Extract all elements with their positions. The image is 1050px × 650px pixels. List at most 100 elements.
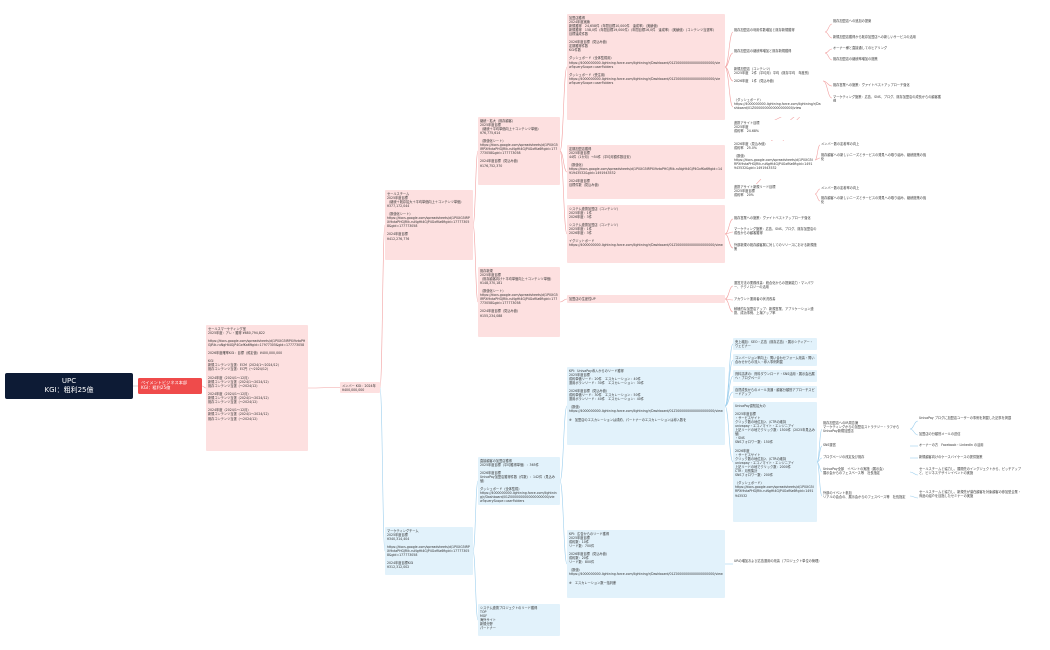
connector-n12-n17: [824, 31, 833, 39]
node-facebook-linkedin[interactable]: オーナーの方 Facebook・LinkedIn の活用: [918, 442, 1022, 450]
node-new-needs-1[interactable]: 既存顧客への新しいニーズとサービスの発見への取り組み、継続施策の強化: [820, 152, 930, 164]
node-sns-operation[interactable]: SNS運営: [822, 442, 910, 450]
connector-n6-n10: [559, 150, 568, 235]
node-kpi-univapay-lead[interactable]: KPI：UnivaPay導入からのリード獲得 2025年度目標 成約単価リード：…: [567, 367, 725, 445]
connector-n11-n34: [724, 298, 734, 313]
node-external-event[interactable]: 外部のイベント参加 リアルの会合の、展示会からのフェスベース等 社長指定: [822, 490, 910, 502]
connector-n12-n16: [824, 23, 833, 33]
node-existing-usage-increase[interactable]: 既存加盟店の利用件数増加と既存新規獲得: [733, 27, 825, 37]
connector-n1-n2: [201, 385, 207, 389]
node-sales-collab-event[interactable]: セールスチームと協力し、展開先のイングジェクトから、ピッチアップと、ビジネスデザ…: [918, 466, 1022, 484]
node-marketing-team[interactable]: マーケティングチーム 2025年度目標 ¥340,314,404 https:/…: [385, 527, 473, 575]
connector-n35-n39: [724, 343, 734, 407]
node-marketing-measures[interactable]: マーケティング施策：広告、SNS、ブログ、既存加盟店の成長からの顧客獲得: [832, 94, 942, 102]
node-continuation-expansion[interactable]: 継続・拡大（既存顧客） 2025年度目標 （継続＋平均単価向上＋コンテンツ単価）…: [478, 117, 560, 185]
node-operation-improvement[interactable]: 運営方法の業務改善：統合化からの提案能力・マンパワー、テクノロジーの活用: [733, 280, 817, 292]
connector-n10-n29: [724, 218, 734, 235]
connector-n23-n25: [814, 157, 821, 161]
connector-n8-n14: [724, 66, 734, 82]
connector-n35-n42: [724, 391, 734, 407]
node-system-project-lead[interactable]: システム連携プロジェクトのリード獲得 TOP MGF 海外サイト 新規分野 パー…: [478, 604, 560, 636]
node-merchant-acquisition[interactable]: 加盟店獲得 2024年度実績 新規獲得 24,658件（年間目標10,000件 …: [567, 14, 725, 120]
connector-n13-n18: [824, 48, 833, 54]
node-existing-new[interactable]: 既存新規 2025年度目標 （既存顧客向け＋平均単価向上＋コンテンツ単価） ¥1…: [478, 267, 560, 337]
node-new-needs-2[interactable]: 既存顧客への新しいニーズとサービスの発見への取り組み、継続施策の強化: [820, 195, 930, 207]
connector-n5-n36: [472, 480, 479, 552]
node-additional-proposal[interactable]: 既存加盟店への追加の提案: [832, 18, 942, 30]
node-payment-business-division[interactable]: ペイメントビジネス本部 KGI：粗利25億: [138, 378, 202, 394]
node-kpi-ad-lead[interactable]: KPI：広告からのリード獲得 2025年度目標 成約数：10件 リード数：700…: [567, 530, 725, 598]
node-member-kgi[interactable]: メンバー KGI：2024年 ¥400,000,000: [340, 382, 380, 393]
connector-n5-n38: [472, 550, 479, 621]
connector-n47-n53: [909, 471, 919, 476]
node-document-request[interactable]: 資料請求の：資料ダウンロード・SNS活用・展示会出展へ・ブログページ: [733, 370, 817, 382]
node-member-retention-2[interactable]: メンバー数の定着率の向上: [820, 185, 930, 193]
node-proactive-upsell[interactable]: 積極的な加盟店アップ：新規営業、アプリケーション連携、成功事例、上場アップ率: [733, 306, 817, 318]
connector-n6-n9: [559, 150, 568, 173]
connector-n35-n40: [724, 359, 734, 407]
connector-n43-n45: [816, 445, 823, 463]
connector-n4-n7: [472, 224, 479, 303]
node-sales-marketing-office[interactable]: セールスマーケティング室 2025年度：アレ・獲得 ¥680,794,822 h…: [206, 325, 308, 451]
connector-n11-n32: [724, 285, 734, 300]
node-sales-team[interactable]: セールスチーム 2025年度目標 （継続＋既存拡大＋平均単価向上＋コンテンツ単価…: [385, 190, 473, 260]
connector-n13-n19: [824, 52, 833, 61]
connector-n44-n49: [909, 420, 919, 430]
node-retention-measures[interactable]: 既存加盟店の継続率増加の施策: [832, 56, 942, 64]
connector-n26-n28: [814, 193, 821, 202]
connector-n36-n37: [559, 480, 568, 565]
connector-n10-n30: [724, 231, 734, 235]
node-direct-merchant-acquisition[interactable]: 直接顧客の加盟店獲得 2025年度目標（平均獲得単価）：365件 2026年度目…: [478, 457, 560, 505]
node-account-improvement[interactable]: アカウント運用者の状況改善: [733, 296, 817, 304]
connector-n35-n41: [724, 375, 734, 407]
node-sales-increase-seo[interactable]: 売上増加：SEO・広告（既存広告）・展示シティアー・ウェビナー: [733, 338, 817, 350]
connector-n8-n12: [724, 31, 734, 68]
connector-n7-n11: [559, 298, 568, 303]
connector-n3-n5: [379, 387, 386, 552]
node-univapay-event[interactable]: UnivaPay全部 イベントの実施（展示会） 展示会からのフェスベース等 社長…: [822, 466, 910, 478]
connector-n48-n54: [909, 495, 919, 499]
connector-n43-n46: [816, 457, 823, 463]
node-conversion-improvement[interactable]: コンバージョン率向上：問い合わせフォーム改善・問い合わせからの流入・導入事例掲載: [733, 354, 817, 366]
node-existing-ir[interactable]: 既存加盟店へのIR周意識 マーケティングからの加盟店ストラテジー・ラフから Un…: [822, 420, 910, 438]
connector-n23-n24: [814, 144, 821, 161]
connector-n35-n43: [724, 405, 734, 463]
node-ur-ad-improvement[interactable]: URの増加および広告運用の改善（プロジェクト単位の管理）: [733, 558, 823, 570]
node-partner-new-lead-goal[interactable]: 連携アサイト新規リード目標 2025年度目標 成約率 20%: [733, 184, 815, 204]
node-marketing-measures-2[interactable]: マーケティング施策：広告、SNS、ブログ、既存加盟店の成長からの顧客獲得: [733, 226, 819, 238]
node-univapay-awareness[interactable]: UnivaPay認知拡大の 2025年度目標 ・サービスサイト クリック数の地位…: [733, 402, 817, 522]
node-dashboard[interactable]: 〈ダッシュボード〉 https://4000000000.lightning.f…: [733, 97, 823, 117]
node-sales-approach[interactable]: 既存営業への施策：ヴァイトベストアップローチ強化: [832, 82, 942, 90]
node-merchant-productivity[interactable]: 加盟店の生産性UP: [567, 295, 725, 303]
node-new-service-usage[interactable]: 新規加盟店獲得から既存加盟店への新しいサービスの活用: [832, 34, 942, 42]
connector-n6-n8: [559, 66, 568, 152]
connector-n4-n6: [472, 150, 479, 226]
node-partner-site-goal[interactable]: 連携アサイト目標 2025年度 成約率 24.68%: [733, 120, 803, 140]
connector-n14-n21: [822, 80, 833, 99]
node-existing-retention-increase[interactable]: 既存加盟店の継続率増加と既存新規獲得: [733, 48, 825, 58]
node-sales-approach-2[interactable]: 既存営業への施策：ヴァイトベストアップローチ強化: [733, 215, 819, 223]
node-periodic-merchant[interactable]: 定期加盟店獲得 2025年度目標 44件（1か月）→54件（平均月額件数目安） …: [567, 145, 725, 199]
connector-n2-n3: [307, 387, 341, 389]
node-owner-hearing[interactable]: オーナー様と直接通してのヒアリング: [832, 45, 942, 53]
node-blog-revision[interactable]: ブログページの改定及び既存: [822, 454, 910, 462]
connector-n43-n47: [816, 461, 823, 473]
node-segment-mail[interactable]: 加盟店の分類別メールの送信: [918, 431, 1022, 439]
node-blog-case-study[interactable]: UnivaPay ブログに加盟店ユーザーの事例を掲載した記事を掲載: [918, 415, 1022, 427]
connector-n8-n13: [724, 52, 734, 68]
node-sales-collab-seminar[interactable]: セールスチームと協力し、新規先が潜在顧客を対象顧客の参加型企業・商品の紹介を目指…: [918, 489, 1022, 507]
connector-n10-n31: [724, 233, 734, 249]
node-case-by-case[interactable]: 新規顧客向けのケースバイケースの提供施策: [918, 454, 1022, 462]
node-system-integration-merchant[interactable]: システム連携加盟店（コンテンツ） 2025年度：1件 2026年度：3件 システ…: [567, 205, 725, 263]
node-natural-growth-mail[interactable]: 自然成長からのメール流通・顧客分類別アプローチスピードアップ: [733, 386, 817, 398]
node-member-retention-1[interactable]: メンバー数の定着率の向上: [820, 141, 930, 149]
node-external-release[interactable]: 外部新規の既存顧客層に対してのリリースにおける新規施策: [733, 242, 819, 254]
node-new-merchant-content[interactable]: 新規加盟店（コンテンツ） 2025年度 2件（平均月）平均（既存平均 年度別） …: [733, 66, 823, 96]
node-root-kgi[interactable]: UPC KGI：粗利25億: [5, 373, 133, 399]
connector-n8-n15: [724, 66, 734, 108]
connector-n43-n48: [816, 461, 823, 497]
connector-n36-n35: [559, 405, 568, 482]
node-partner-site-2026[interactable]: 2026年度（見込み値） 成約率 25.0% 〈数値〉 https://docs…: [733, 141, 815, 179]
connector-n43-n44: [816, 428, 823, 463]
